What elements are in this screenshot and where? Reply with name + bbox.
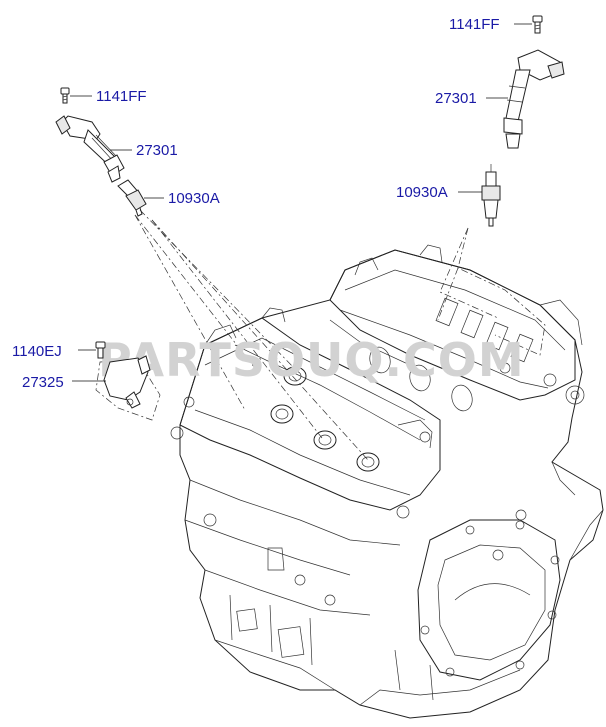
- callout-labels: 1141FF 27301 10930A 1141FF 27301 10930A …: [12, 16, 500, 391]
- right-bolt: [532, 15, 543, 34]
- engine-block: [170, 244, 604, 719]
- right-spark-plug: [481, 164, 501, 227]
- plug-wells: [270, 366, 380, 472]
- label-left-coil: 27301: [136, 142, 178, 159]
- left-spark-plug: [117, 179, 147, 217]
- label-bracket-bolt: 1140EJ: [12, 343, 62, 360]
- assembly-lines: [95, 209, 546, 461]
- label-right-plug: 10930A: [396, 184, 448, 201]
- right-ignition-coil: [503, 49, 565, 149]
- left-bolt: [60, 87, 70, 104]
- watermark-text: PARTSOUQ.COM: [98, 333, 525, 387]
- leader-lines: [70, 23, 532, 382]
- label-bracket: 27325: [22, 374, 64, 391]
- label-right-coil: 27301: [435, 90, 477, 107]
- label-left-bolt: 1141FF: [96, 88, 147, 105]
- label-left-plug: 10930A: [168, 190, 220, 207]
- bracket-bolt: [95, 341, 106, 359]
- left-ignition-coil: [55, 115, 125, 183]
- bracket-part: [103, 355, 151, 409]
- label-right-bolt: 1141FF: [449, 16, 500, 33]
